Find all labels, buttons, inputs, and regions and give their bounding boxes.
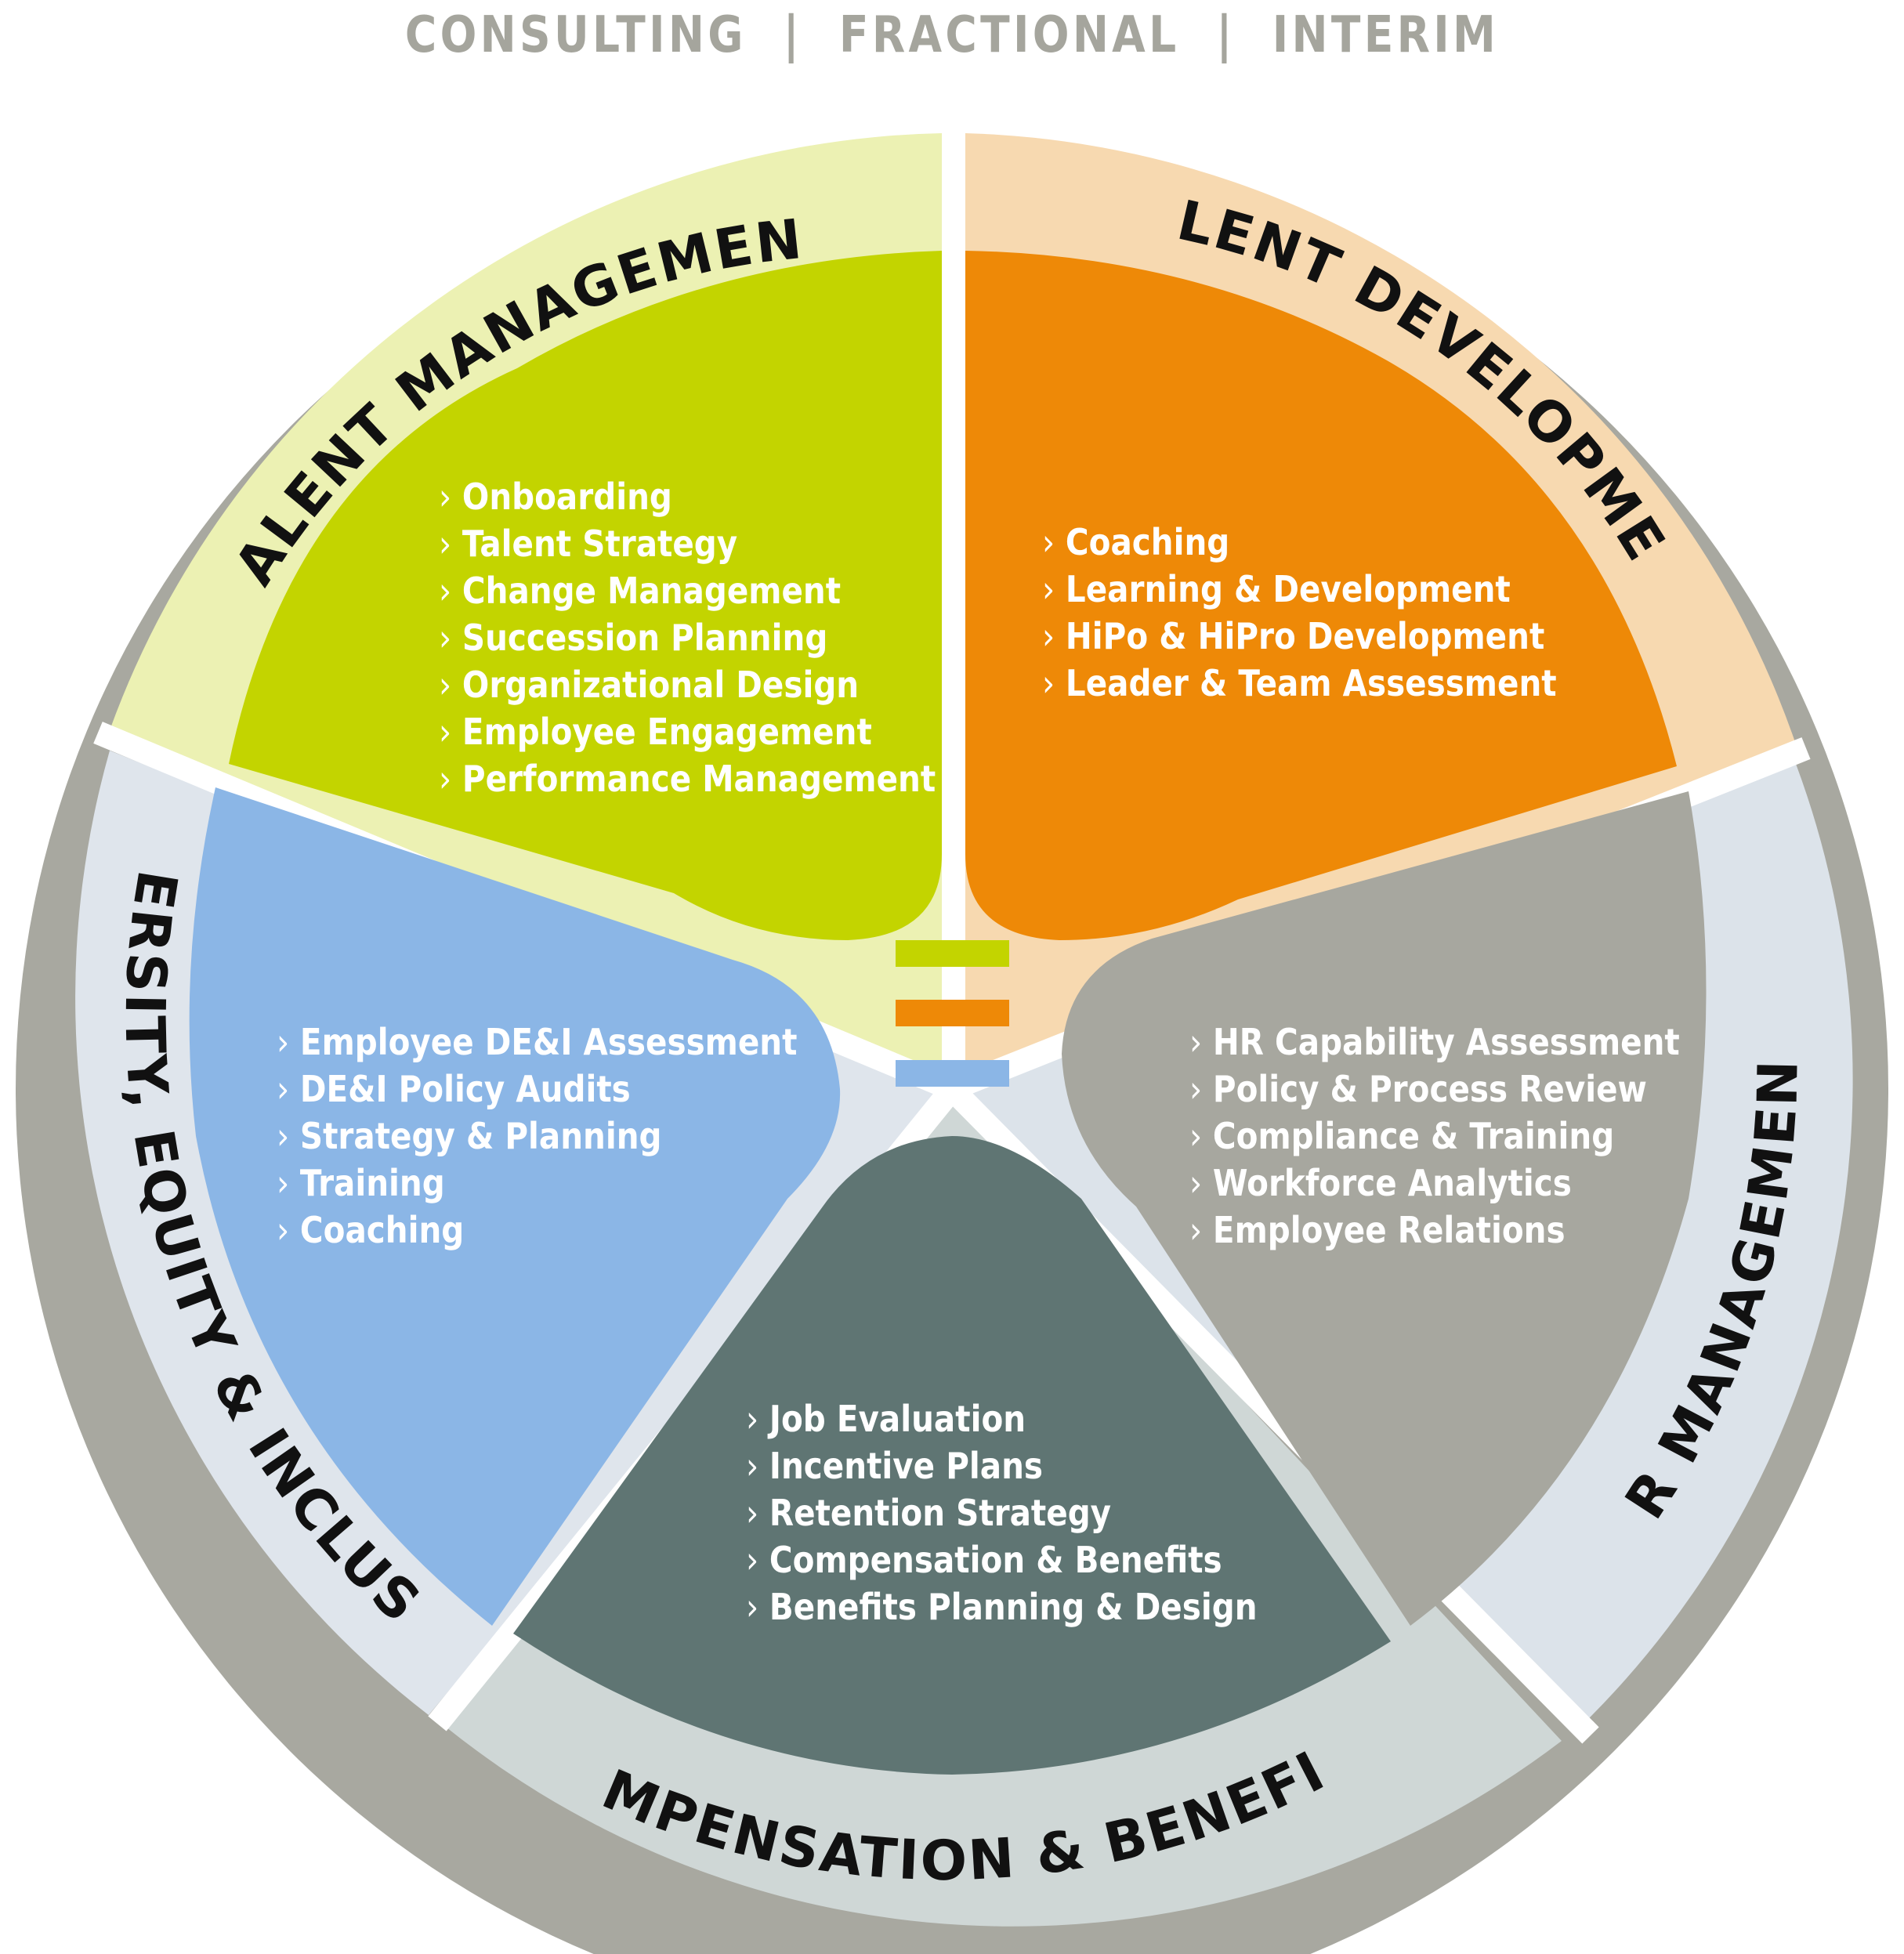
list-item: Strategy & Planning [277, 1113, 797, 1160]
logo-bar-blue [896, 1060, 1009, 1087]
list-item: Coaching [277, 1207, 797, 1254]
logo-bar-orange [896, 1000, 1009, 1026]
list-item: Benefits Planning & Design [746, 1583, 1258, 1630]
list-item: Workforce Analytics [1189, 1160, 1680, 1207]
list-talent-development: Coaching Learning & Development HiPo & H… [1042, 519, 1627, 707]
list-item: HR Capability Assessment [1189, 1019, 1680, 1066]
list-item: Compliance & Training [1189, 1113, 1680, 1160]
list-item: Job Evaluation [746, 1395, 1258, 1442]
list-compensation: Job Evaluation Incentive Plans Retention… [746, 1395, 1327, 1630]
list-item: Succession Planning [439, 614, 936, 661]
list-item: Talent Strategy [439, 520, 936, 567]
list-item: Employee DE&I Assessment [277, 1019, 798, 1066]
list-item: Incentive Plans [746, 1442, 1258, 1489]
tagline: CONSULTING | FRACTIONAL | INTERIM [404, 6, 1500, 64]
list-item: Employee Engagement [439, 708, 936, 755]
list-item: Coaching [1042, 519, 1557, 566]
list-item: Policy & Process Review [1189, 1066, 1680, 1113]
logo-bar-green [896, 940, 1009, 967]
list-item: Organizational Design [439, 661, 936, 708]
list-item: Learning & Development [1042, 566, 1557, 613]
list-item: Employee Relations [1189, 1207, 1680, 1254]
list-item: Retention Strategy [746, 1489, 1258, 1536]
list-item: Compensation & Benefits [746, 1536, 1258, 1583]
list-item: Leader & Team Assessment [1042, 660, 1557, 707]
list-item: Change Management [439, 567, 936, 614]
list-diversity: Employee DE&I Assessment DE&I Policy Aud… [277, 1019, 868, 1254]
list-talent-management: Onboarding Talent Strategy Change Manage… [439, 473, 1004, 802]
list-item: Training [277, 1160, 797, 1207]
list-hr-management: HR Capability Assessment Policy & Proces… [1189, 1019, 1747, 1254]
list-item: DE&I Policy Audits [277, 1066, 797, 1113]
list-item: HiPo & HiPro Development [1042, 613, 1557, 660]
list-item: Onboarding [439, 473, 936, 520]
list-item: Performance Management [439, 755, 936, 802]
